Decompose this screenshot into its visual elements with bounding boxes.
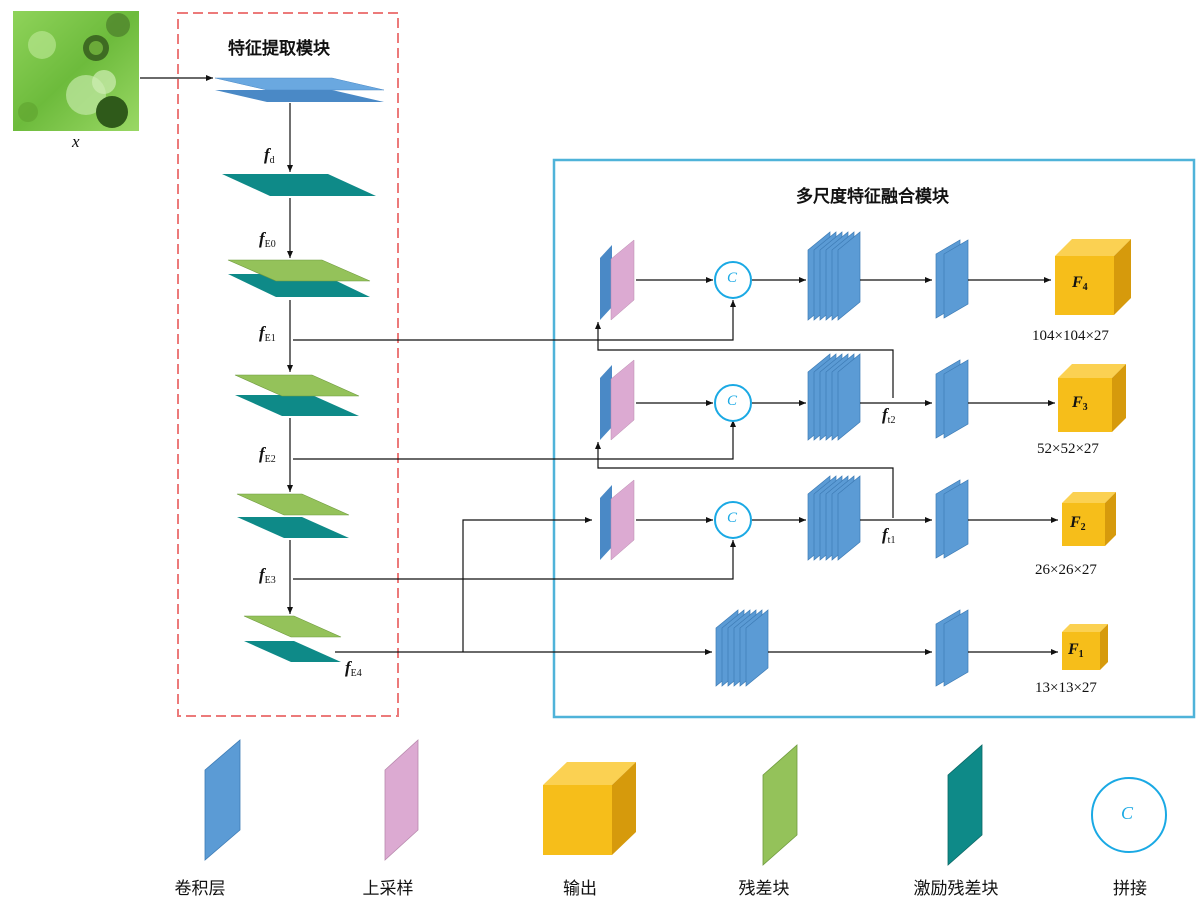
feature-fe4-label: fE4 xyxy=(345,658,362,679)
feature-ft1-label: ft1 xyxy=(882,525,896,546)
concat-symbol-row3: C xyxy=(727,393,738,409)
conv-stack-row3 xyxy=(807,353,861,441)
output-cube-f4 xyxy=(1055,239,1131,315)
block-pair-e1 xyxy=(234,374,360,416)
fusion-module-title: 多尺度特征融合模块 xyxy=(796,187,949,207)
output-f4-label: F4 xyxy=(1072,274,1088,293)
extraction-module-border xyxy=(177,12,399,717)
output-cube-f1 xyxy=(1062,624,1108,670)
legend-concat-label: 拼接 xyxy=(1113,879,1147,899)
feature-fe0-label: fE0 xyxy=(259,229,276,250)
legend-excitation-label: 激励残差块 xyxy=(913,879,999,899)
output-f1-dims: 13×13×27 xyxy=(1035,680,1097,696)
conv-pair-row1 xyxy=(935,609,969,687)
conv-pair-row2 xyxy=(935,479,969,559)
excitation-residual-block-fd xyxy=(222,174,376,196)
output-f1-label: F1 xyxy=(1068,641,1084,660)
conv-pair-row4 xyxy=(935,239,969,319)
output-f2-dims: 26×26×27 xyxy=(1035,562,1097,578)
legend-residual-label: 残差块 xyxy=(738,879,790,899)
feature-ft2-label: ft2 xyxy=(882,405,896,426)
output-cube-f3 xyxy=(1058,364,1126,432)
block-pair-e2 xyxy=(236,493,350,538)
legend-concat-icon xyxy=(1091,777,1167,853)
legend-residual-icon xyxy=(762,744,798,866)
legend-output-label: 输出 xyxy=(563,879,597,899)
concat-symbol-row4: C xyxy=(727,270,738,286)
output-f3-label: F3 xyxy=(1072,394,1088,413)
feature-fe3-label: fE3 xyxy=(259,565,276,586)
feature-fe2-label: fE2 xyxy=(259,444,276,465)
feature-fd-label: fd xyxy=(264,145,275,166)
legend-excitation-icon xyxy=(947,744,983,866)
legend-conv-icon xyxy=(204,739,241,861)
legend-conv-label: 卷积层 xyxy=(174,879,226,899)
output-f4-dims: 104×104×27 xyxy=(1032,328,1109,344)
conv-stack-row4 xyxy=(807,231,861,321)
input-image xyxy=(13,11,139,131)
output-f3-dims: 52×52×27 xyxy=(1037,441,1099,457)
concat-symbol-row2: C xyxy=(727,510,738,526)
block-pair-e3 xyxy=(243,615,342,662)
input-label: x xyxy=(72,132,80,151)
concat-circle-row3 xyxy=(714,384,752,422)
conv-stack-row2 xyxy=(807,475,861,561)
feature-fe1-label: fE1 xyxy=(259,323,276,344)
legend-upsample-icon xyxy=(384,739,419,861)
output-f2-label: F2 xyxy=(1070,514,1086,533)
conv-stack-input xyxy=(214,77,385,102)
legend-concat-symbol: C xyxy=(1121,803,1134,823)
conv-upsample-row4 xyxy=(600,239,635,321)
conv-pair-row3 xyxy=(935,359,969,439)
conv-upsample-row2 xyxy=(600,479,635,561)
conv-stack-row1 xyxy=(715,609,769,687)
output-cube-f2 xyxy=(1062,492,1116,546)
legend-upsample-label: 上采样 xyxy=(362,879,414,899)
conv-upsample-row3 xyxy=(600,359,635,441)
concat-circle-row4 xyxy=(714,261,752,299)
legend-output-icon xyxy=(543,762,636,855)
block-pair-e0 xyxy=(227,259,371,297)
concat-circle-row2 xyxy=(714,501,752,539)
fusion-module-border xyxy=(552,158,1196,719)
extraction-module-title: 特征提取模块 xyxy=(228,39,330,59)
